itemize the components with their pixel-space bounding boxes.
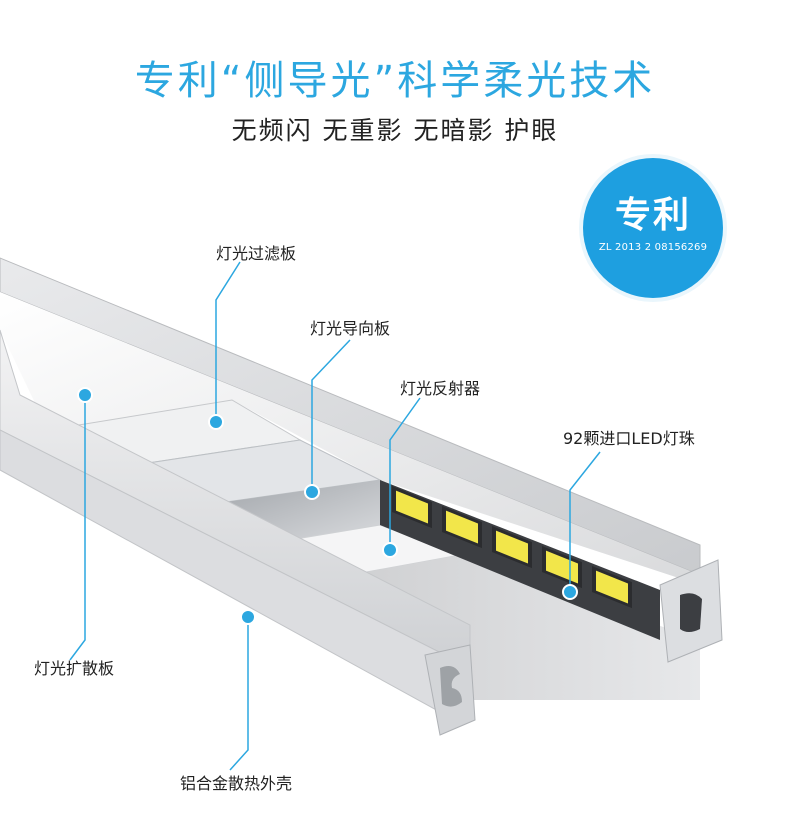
callout-line-diffuser [69,395,86,661]
patent-badge: 专利 ZL 2013 2 08156269 [583,158,723,298]
callout-dot-diffuser [77,387,93,403]
label-leds: 92颗进口LED灯珠 [563,429,695,448]
label-housing: 铝合金散热外壳 [180,774,293,793]
led-chips [392,486,632,609]
patent-number: ZL 2013 2 08156269 [598,242,708,253]
callout-line-filter [215,261,241,422]
page-subtitle: 无频闪 无重影 无暗影 护眼 [231,116,559,145]
label-reflector: 灯光反射器 [400,379,481,398]
label-guide: 灯光导向板 [310,319,391,338]
callout-line-housing [229,617,249,771]
callout-line-reflector [389,397,421,550]
label-diffuser: 灯光扩散板 [34,659,115,678]
callout-dots [77,387,578,625]
callout-lines [69,261,601,771]
callout-line-leds [569,451,601,592]
guide-plate-dark [205,480,380,540]
page-title: 专利“侧导光”科学柔光技术 [134,58,656,104]
callout-dot-housing [240,609,256,625]
callout-line-guide [311,339,351,492]
callout-dot-filter [208,414,224,430]
patent-badge-title: 专利 [614,195,691,236]
callout-dot-guide [304,484,320,500]
callout-dot-reflector [382,542,398,558]
callout-dot-leds [562,584,578,600]
filter-surface [0,292,700,585]
label-filter: 灯光过滤板 [216,244,297,263]
